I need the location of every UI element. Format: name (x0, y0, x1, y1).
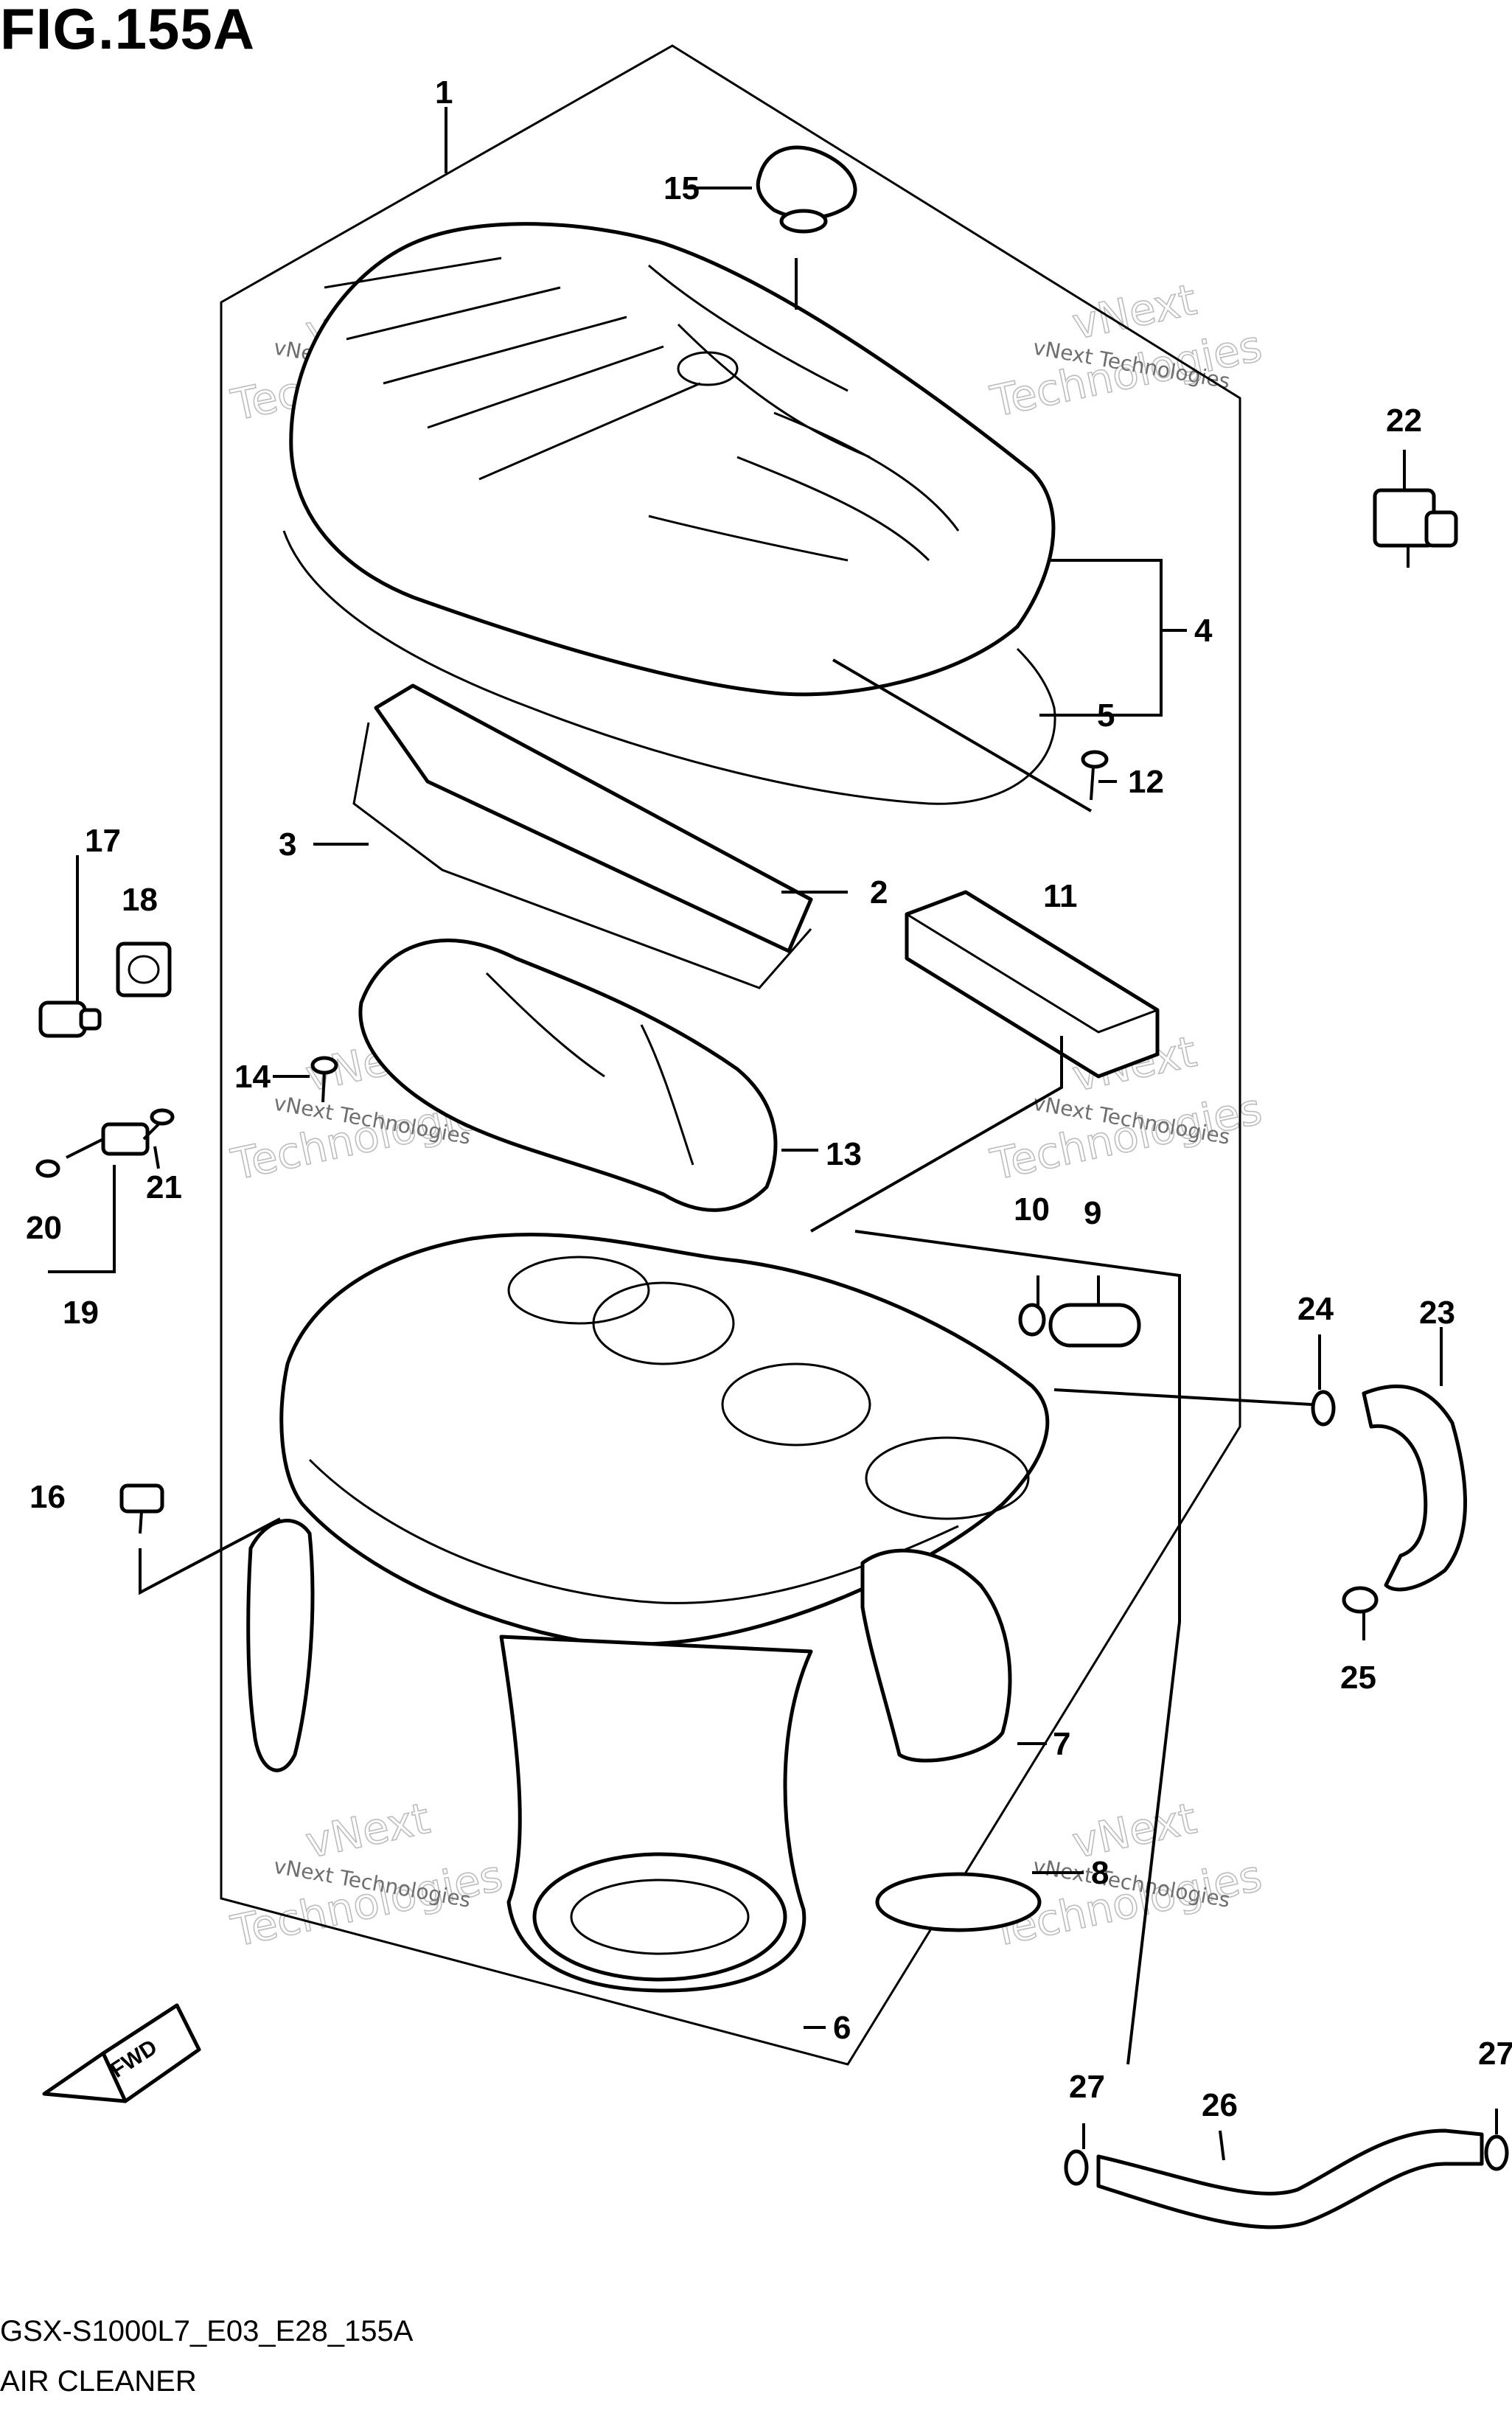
temperature-sensor (38, 1000, 102, 1038)
breather-hose (1362, 1384, 1467, 1592)
drain-tube (1096, 2128, 1484, 2229)
watermark-group-2: Technologies vNext vNext Technologies (986, 274, 1267, 428)
callout-5: 5 (1097, 697, 1115, 734)
callout-21: 21 (146, 1169, 182, 1205)
watermark-small: vNext (1068, 1793, 1201, 1868)
watermark-group-6: Technologies vNext vNext Technologies (986, 1792, 1267, 1957)
plug-cap (756, 145, 857, 234)
pipe-clamp (875, 1872, 1042, 1932)
hose-clamp (1342, 1586, 1379, 1614)
callout-26: 26 (1202, 2087, 1238, 2123)
callout-12: 12 (1128, 764, 1164, 800)
filter-element-block (905, 890, 1160, 1079)
breather-fitting (66, 1122, 150, 1159)
hose-clip (1064, 2149, 1089, 2186)
callout-11: 11 (1043, 878, 1078, 914)
air-cleaner-box (246, 1232, 1050, 1993)
callout-3: 3 (279, 826, 296, 863)
callout-16: 16 (29, 1479, 66, 1515)
drain-hose (1048, 1303, 1141, 1348)
figure-title: FIG.155A (0, 0, 256, 61)
callout-6: 6 (833, 2010, 851, 2046)
model-code: GSX-S1000L7_E03_E28_155A (0, 2315, 414, 2347)
callout-13: 13 (826, 1136, 862, 1172)
callout-1: 1 (435, 74, 453, 111)
callout-27: 27 (1069, 2069, 1105, 2105)
hose-clamp (1018, 1303, 1046, 1337)
callout-numbers: 1 2 3 4 5 6 7 8 9 10 11 12 13 14 15 16 1… (26, 74, 1512, 2123)
callout-9: 9 (1084, 1195, 1101, 1231)
callout-4: 4 (1194, 613, 1213, 649)
section-name: AIR CLEANER (0, 2365, 197, 2398)
screw (1081, 750, 1109, 801)
cover-seal (282, 530, 1056, 805)
callout-18: 18 (122, 882, 158, 918)
watermark-group-5: Technologies vNext vNext Technologies (226, 1792, 507, 1957)
leader-lines (48, 107, 1498, 2161)
callout-27-right: 27 (1478, 2036, 1512, 2072)
callout-25: 25 (1340, 1660, 1376, 1696)
sensor-clip (116, 941, 172, 998)
callout-15: 15 (663, 170, 700, 206)
screw (142, 1108, 175, 1141)
callout-17: 17 (85, 823, 121, 859)
screw (310, 1056, 338, 1103)
callout-22: 22 (1386, 403, 1422, 439)
pressure-sensor (1373, 488, 1458, 568)
intake-duct (358, 939, 778, 1212)
callout-7: 7 (1053, 1726, 1070, 1762)
callout-10: 10 (1014, 1191, 1050, 1228)
callout-20: 20 (26, 1210, 62, 1246)
intake-elbow-pipe (860, 1548, 1012, 1763)
callout-19: 19 (63, 1295, 99, 1331)
air-cleaner-cover (289, 222, 1056, 697)
assembly-boundary (220, 44, 1241, 2066)
forward-direction-arrow: FWD (42, 2003, 201, 2103)
bolt (119, 1483, 164, 1534)
callout-14: 14 (234, 1059, 271, 1095)
hose-clip (1484, 2134, 1509, 2171)
callout-8: 8 (1091, 1855, 1109, 1891)
callout-23: 23 (1419, 1295, 1455, 1331)
o-ring (35, 1159, 60, 1178)
air-filter-element (352, 683, 813, 989)
hose-clip (1311, 1390, 1336, 1427)
callout-24: 24 (1297, 1291, 1334, 1327)
callout-2: 2 (870, 874, 888, 911)
watermark-small: vNext (302, 1793, 434, 1868)
